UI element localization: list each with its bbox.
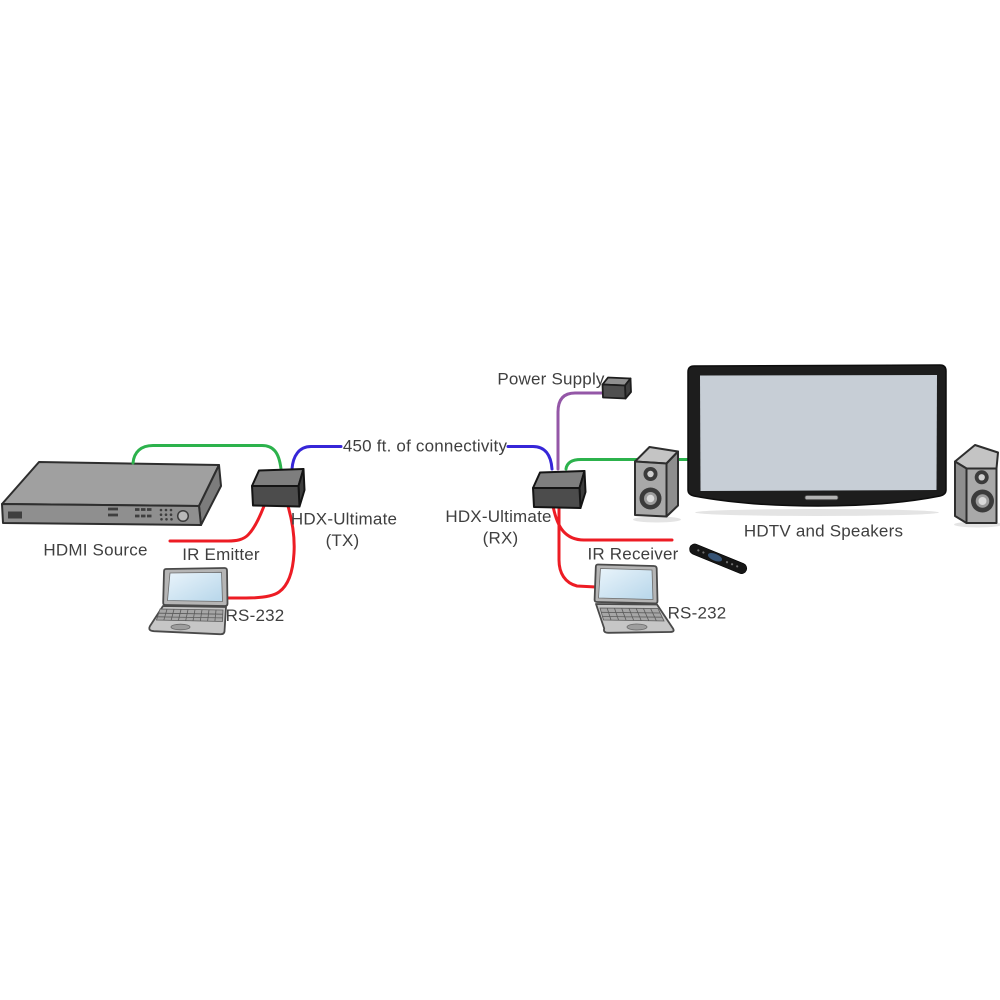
rx-extender-box <box>532 470 587 509</box>
hdmi-source-display-slot <box>8 511 22 519</box>
hdmi-cable-rx-to-tv <box>564 458 692 471</box>
left-speaker-shadow <box>633 516 681 523</box>
power-cable <box>556 391 604 471</box>
labels: HDMI Source IR Emitter RS-232 HDX-Ultima… <box>43 370 903 626</box>
hdmi-source-top <box>1 461 220 507</box>
tv-shadow <box>695 509 939 516</box>
ir-receiver-cable <box>551 504 674 542</box>
right-speaker-side <box>954 460 968 524</box>
left-speaker-side <box>665 450 679 518</box>
ir-receiver-label: IR Receiver <box>587 545 678 564</box>
laptop-right <box>593 563 675 634</box>
left-speaker-tweeter-dome <box>647 470 654 478</box>
rx-sub-label: (RX) <box>483 529 519 548</box>
hdtv <box>687 364 947 507</box>
remote-screen <box>707 553 723 562</box>
laptop-right-touchpad <box>626 623 648 631</box>
right-speaker <box>954 444 999 524</box>
laptop-right-screen <box>598 568 654 600</box>
hdtv-speakers-label: HDTV and Speakers <box>744 522 903 541</box>
tx-box-top <box>251 468 305 487</box>
laptop-left-screen <box>167 571 223 602</box>
tv-logo-bar <box>804 495 839 501</box>
hdmi-source-vents <box>108 507 118 517</box>
remote-control <box>689 543 748 574</box>
tv-screen <box>700 375 937 491</box>
left-speaker-woofer-cap <box>646 494 655 503</box>
tx-name-label: HDX-Ultimate <box>291 510 397 529</box>
rx-box-front <box>532 487 582 509</box>
tx-sub-label: (TX) <box>326 531 360 550</box>
laptop-left-touchpad <box>170 623 191 631</box>
tx-box-front <box>251 485 301 508</box>
remote-buttons <box>697 549 739 568</box>
rs232-right-label: RS-232 <box>668 604 727 623</box>
hdmi-source-keypad <box>159 508 173 521</box>
power-supply-label: Power Supply <box>497 370 605 389</box>
hdmi-source-label: HDMI Source <box>43 541 147 560</box>
link-cable-right-segment <box>506 445 554 471</box>
right-speaker-tweeter-dome <box>978 474 985 481</box>
link-cable-left-segment <box>290 445 343 471</box>
rs232-cable-right <box>557 504 598 589</box>
hdmi-source-device <box>1 461 222 526</box>
ir-emitter-label: IR Emitter <box>182 545 260 564</box>
rs232-left-label: RS-232 <box>226 606 285 625</box>
laptop-left <box>148 567 229 636</box>
tx-extender-box <box>251 468 306 508</box>
right-speaker-woofer-cap <box>978 497 987 505</box>
left-speaker <box>634 446 679 518</box>
rx-name-label: HDX-Ultimate <box>445 507 551 526</box>
rx-box-top <box>532 470 586 489</box>
laptop-left-keys <box>157 609 223 622</box>
laptop-right-keyboard <box>599 607 665 622</box>
hdmi-cable-source-to-tx <box>131 444 283 471</box>
rs232-cable-left <box>226 504 296 600</box>
laptop-right-keys <box>601 607 663 622</box>
hdmi-source-knob <box>176 509 190 523</box>
power-supply-box <box>601 376 632 400</box>
ir-emitter-cable <box>168 504 266 543</box>
hdmi-source-buttons <box>135 508 152 518</box>
power-supply-front <box>601 383 627 400</box>
link-length-label: 450 ft. of connectivity <box>343 437 508 456</box>
